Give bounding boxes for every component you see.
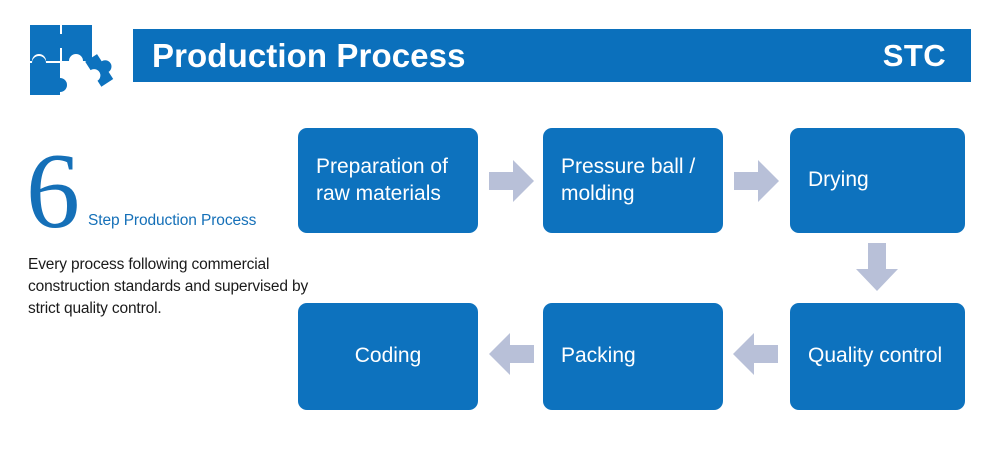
process-step-drying[interactable]: Drying [790,128,965,233]
arrow-left-icon [733,333,778,375]
title-bar: Production Process STC [133,29,971,82]
step-count-row: 6 Step Production Process [26,138,326,246]
puzzle-pieces-logo [22,16,114,108]
step-count: 6 [26,132,80,251]
process-step-label: Preparation of raw materials [316,154,448,205]
arrow-right-icon [734,160,779,202]
process-step-label: Coding [354,344,422,368]
process-step-quality-control[interactable]: Quality control [790,303,965,410]
arrow-right-icon [489,160,534,202]
process-step-label: Packing [561,344,636,368]
intro-block: 6 Step Production Process Every process … [26,138,326,318]
arrow-left-icon [489,333,534,375]
page-title: Production Process [152,37,466,74]
intro-description: Every process following commercial const… [28,256,309,317]
process-step-label: Pressure ball / molding [561,154,696,205]
brand-mark: STC [882,38,946,73]
process-step-coding[interactable]: Coding [298,303,478,410]
process-step-pressure[interactable]: Pressure ball / molding [543,128,723,233]
process-step-label: Quality control [808,344,943,368]
arrow-down-icon [856,243,898,291]
step-subtitle: Step Production Process [88,212,257,229]
process-step-label: Drying [808,168,869,192]
process-step-preparation[interactable]: Preparation of raw materials [298,128,478,233]
process-step-packing[interactable]: Packing [543,303,723,410]
